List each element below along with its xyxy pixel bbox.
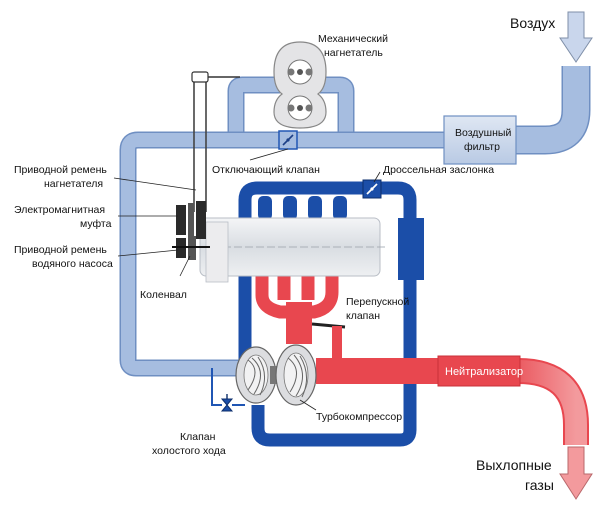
label-wastegate-line1: Перепускной [346, 296, 409, 308]
label-idle-valve-line1: Клапан [180, 431, 216, 443]
label-water-belt-line1: Приводной ремень [14, 244, 107, 256]
label-sc-belt-line1: Приводной ремень [14, 164, 107, 176]
label-throttle: Дроссельная заслонка [383, 164, 494, 176]
leader-lines [113, 148, 381, 411]
label-clutch-line1: Электромагнитная [14, 204, 105, 216]
labels: Воздух Выхлопные газы Механический нагне… [14, 15, 555, 493]
label-turbo: Турбокомпрессор [316, 411, 402, 423]
label-idle-valve-line2: холостого хода [152, 445, 226, 457]
engine-block [190, 217, 385, 283]
label-sc-belt-line2: нагнетателя [44, 178, 103, 190]
air-filter [443, 115, 517, 165]
bypass-valve [278, 130, 298, 150]
label-bypass-valve: Отключающий клапан [212, 164, 320, 176]
label-clutch-line2: муфта [80, 218, 112, 230]
catalyst [437, 355, 521, 387]
label-air-filter-line1: Воздушный [455, 127, 511, 139]
supercharger [273, 41, 327, 129]
exhaust-arrow-icon [559, 446, 593, 500]
label-exhaust-line1: Выхлопные [476, 457, 552, 473]
turbocharger [235, 344, 317, 406]
label-supercharger-line2: нагнетатель [324, 47, 383, 59]
label-crankshaft: Коленвал [140, 289, 187, 301]
idle-valve [220, 394, 245, 412]
exhaust-piping [255, 272, 589, 445]
air-arrow-icon [559, 11, 593, 63]
label-exhaust-line2: газы [525, 477, 554, 493]
label-air-filter-line2: фильтр [464, 141, 500, 153]
label-air: Воздух [510, 15, 555, 31]
charged-air-piping [238, 179, 424, 447]
label-water-belt-line2: водяного насоса [32, 258, 113, 270]
belt-drive [172, 71, 240, 260]
label-wastegate-line2: клапан [346, 310, 380, 322]
label-catalyst: Нейтрализатор [445, 366, 523, 378]
label-supercharger-line1: Механический [318, 33, 388, 45]
